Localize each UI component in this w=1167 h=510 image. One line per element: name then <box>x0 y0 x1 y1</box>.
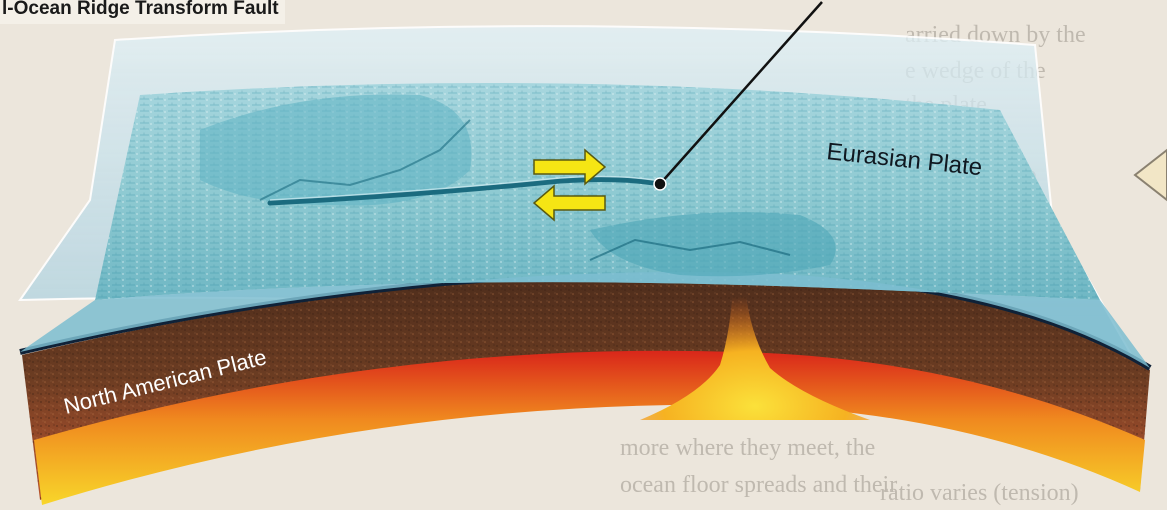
background-text-line: ocean floor spreads and their <box>620 472 897 498</box>
right-edge-arrow-icon <box>1135 150 1167 200</box>
pointer-dot <box>654 178 666 190</box>
figure-title: l-Ocean Ridge Transform Fault <box>0 0 285 24</box>
background-text-line: more where they meet, the <box>620 435 875 461</box>
background-text-line: ratio varies (tension) <box>880 480 1079 506</box>
